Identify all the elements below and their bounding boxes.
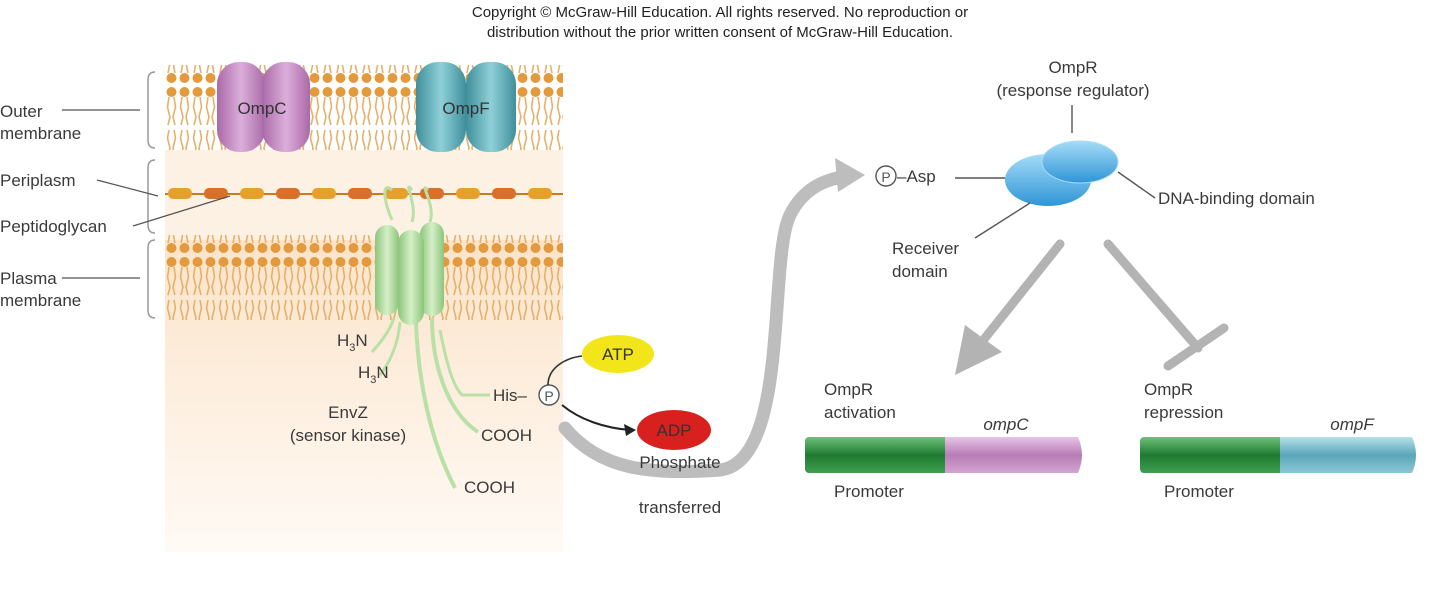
activation-label-2: activation: [824, 403, 896, 422]
ompr-role-label: (response regulator): [996, 81, 1149, 100]
peptidoglycan-segment: [168, 188, 192, 199]
outer-membrane-label-2: membrane: [0, 124, 81, 143]
repression-label-1: OmpR: [1144, 380, 1193, 399]
repression-bar-icon: [1163, 323, 1229, 371]
ompf-gene-dna: [1140, 437, 1416, 473]
adp-label: ADP: [657, 421, 692, 440]
promoter-label-1: Promoter: [834, 482, 904, 501]
dna-binding-leader-line: [1117, 171, 1156, 199]
dna-binding-label: DNA-binding domain: [1158, 189, 1315, 208]
activation-arrow: [980, 239, 1065, 343]
atp-connector: [547, 355, 583, 386]
ompf-gene-label: ompF: [1330, 415, 1375, 434]
label-leader-lines: [62, 109, 231, 279]
periplasm-label: Periplasm: [0, 171, 76, 190]
peptidoglycan-segment: [204, 188, 228, 199]
h3n-label-1: H3N: [337, 331, 368, 354]
promoter-label-2: Promoter: [1164, 482, 1234, 501]
membrane-brackets: [147, 71, 156, 319]
asp-label: –Asp: [897, 167, 936, 186]
ompc-gene-label: ompC: [983, 415, 1029, 434]
repression-label-2: repression: [1144, 403, 1223, 422]
atp-label: ATP: [602, 345, 634, 364]
peptidoglycan-segment: [420, 188, 444, 199]
his-phosphate-p: P: [544, 388, 553, 404]
asp-phosphate-p: P: [881, 169, 890, 185]
peptidoglycan-segment: [528, 188, 552, 199]
ompc-label: OmpC: [237, 99, 286, 118]
ompf-label: OmpF: [442, 99, 489, 118]
activation-label-1: OmpR: [824, 380, 873, 399]
phosphate-label: Phosphate: [639, 453, 720, 472]
cooh-label-2: COOH: [464, 478, 515, 497]
ompc-porin: OmpC: [217, 62, 310, 152]
peptidoglycan-segment: [240, 188, 264, 199]
plasma-membrane: [165, 235, 563, 320]
receiver-label-1: Receiver: [892, 239, 959, 258]
repression-line: [1103, 239, 1203, 353]
phosphate-transfer-arrowhead-icon: [835, 158, 865, 192]
adp-arrowhead-icon: [624, 424, 636, 436]
his-label: His–: [493, 386, 528, 405]
copyright-line-2: distribution without the prior written c…: [487, 24, 953, 41]
transferred-label: transferred: [639, 498, 721, 517]
ompr-name-label: OmpR: [1048, 58, 1097, 77]
asp-phosphate-circle: [875, 165, 897, 187]
outer-membrane-label-1: Outer: [0, 102, 43, 121]
copyright-line-1: Copyright © McGraw-Hill Education. All r…: [472, 4, 968, 21]
ompr-protein: [1005, 140, 1119, 206]
peptidoglycan-segment: [492, 188, 516, 199]
envz-name-label: EnvZ: [328, 403, 368, 422]
activation-arrowhead-icon: [955, 325, 1002, 375]
plasma-membrane-label-2: membrane: [0, 291, 81, 310]
his-phosphate-circle: [538, 384, 560, 406]
peptidoglycan-segment: [348, 188, 372, 199]
envz-sensor-kinase: [370, 185, 490, 489]
adp-arrow: [561, 404, 631, 431]
peptidoglycan-segment: [384, 188, 408, 199]
phosphate-transfer-arrow: [558, 169, 857, 479]
envz-role-label: (sensor kinase): [290, 426, 406, 445]
receiver-leader-line: [974, 202, 1031, 239]
atp-oval: [582, 335, 654, 373]
peptidoglycan-segment: [456, 188, 480, 199]
ompc-gene-dna: [805, 437, 1082, 473]
cooh-label-1: COOH: [481, 426, 532, 445]
adp-oval: [637, 410, 711, 450]
peptidoglycan-segment: [276, 188, 300, 199]
receiver-label-2: domain: [892, 262, 948, 281]
plasma-membrane-label-1: Plasma: [0, 269, 57, 288]
peptidoglycan-label: Peptidoglycan: [0, 217, 107, 236]
ompf-porin: OmpF: [416, 62, 516, 152]
peptidoglycan-segment: [312, 188, 336, 199]
peptidoglycan-layer: [165, 188, 563, 199]
h3n-label-2: H3N: [358, 363, 389, 386]
